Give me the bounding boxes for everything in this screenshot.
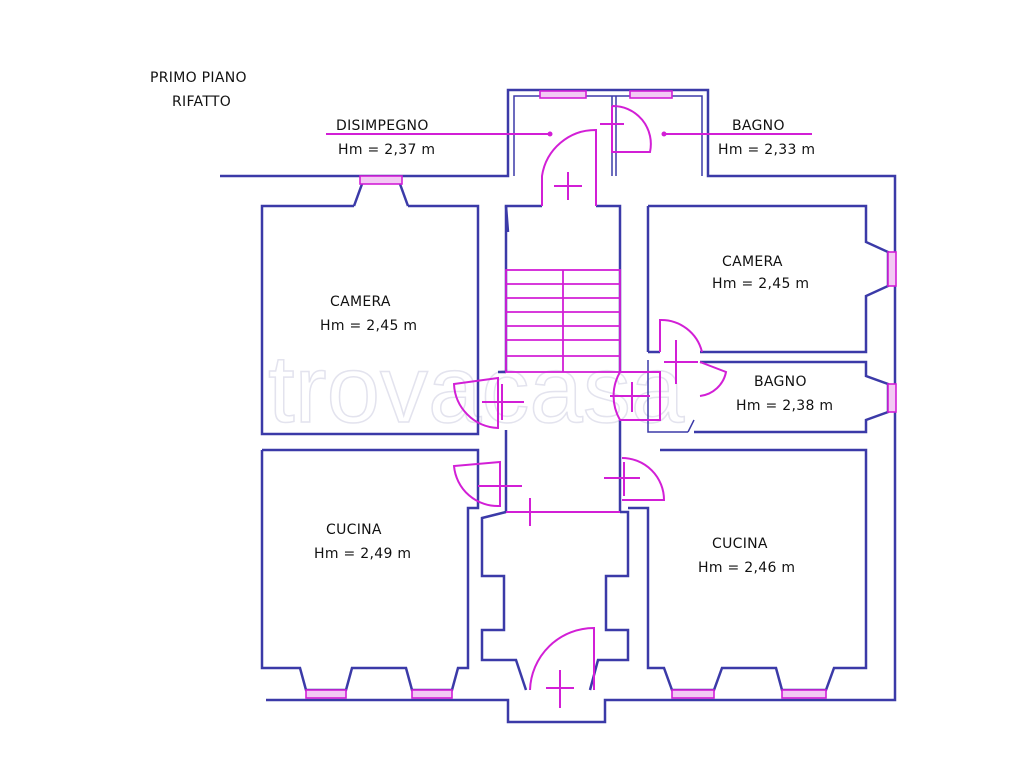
room-cucina-right-walls <box>628 448 868 692</box>
room-height-bagno-top: Hm = 2,33 m <box>718 142 815 158</box>
room-name-camera-right: CAMERA <box>722 254 783 270</box>
room-cucina-left-walls <box>260 448 480 692</box>
stairs <box>505 269 621 373</box>
room-name-camera-left: CAMERA <box>330 294 391 310</box>
room-height-camera-right: Hm = 2,45 m <box>712 276 809 292</box>
corridor-walls <box>480 204 630 691</box>
room-name-bagno-top: BAGNO <box>732 118 785 134</box>
watermark-text: trovacasa <box>268 336 685 443</box>
room-name-cucina-right: CUCINA <box>712 536 768 552</box>
room-height-cucina-right: Hm = 2,46 m <box>698 560 795 576</box>
label-leaders <box>326 131 812 137</box>
room-name-cucina-left: CUCINA <box>326 522 382 538</box>
room-camera-left-walls <box>260 183 480 436</box>
doors <box>452 104 728 708</box>
room-height-camera-left: Hm = 2,45 m <box>320 318 417 334</box>
room-height-disimpegno: Hm = 2,37 m <box>338 142 435 158</box>
windows <box>305 90 897 699</box>
plan-title-line2: RIFATTO <box>172 94 231 110</box>
room-name-disimpegno: DISIMPEGNO <box>336 118 429 134</box>
room-name-bagno-mid: BAGNO <box>754 374 807 390</box>
room-height-bagno-mid: Hm = 2,38 m <box>736 398 833 414</box>
plan-title-line1: PRIMO PIANO <box>150 70 247 86</box>
room-height-cucina-left: Hm = 2,49 m <box>314 546 411 562</box>
